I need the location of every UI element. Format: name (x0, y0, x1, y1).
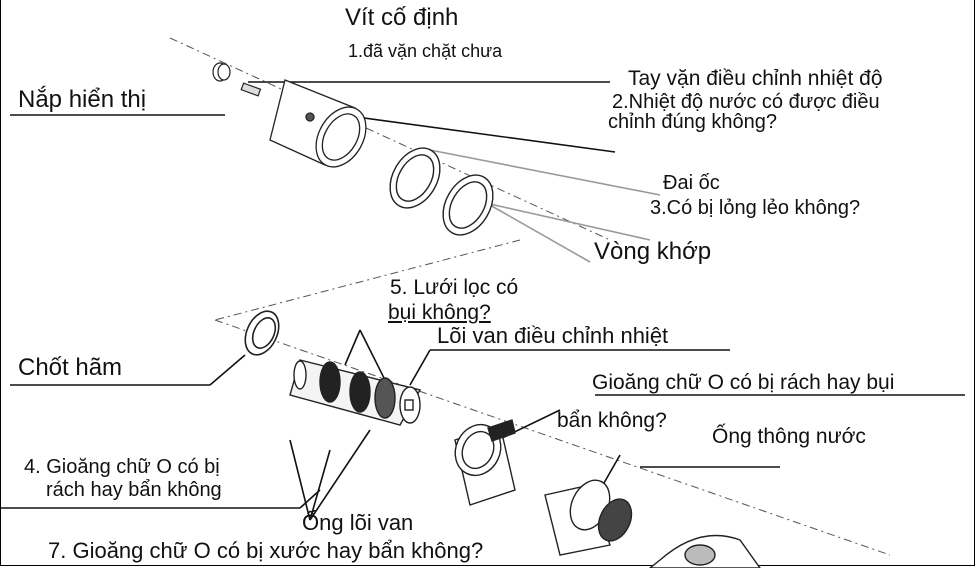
cap-part (212, 62, 231, 82)
handle-part (269, 79, 367, 168)
label-q2-line2: chỉnh đúng không? (608, 111, 778, 133)
cartridge-part (289, 359, 422, 426)
ring-part (442, 174, 494, 236)
assembly-axis (169, 37, 891, 556)
label-dai-oc: Đai ốc (663, 172, 720, 194)
water-pipe-part (544, 479, 633, 556)
label-gioang-line1: Gioăng chữ O có bị rách hay bụi (592, 371, 895, 394)
label-q3: 3.Có bị lỏng lẻo không? (650, 197, 861, 219)
label-ong-thong-nuoc: Ống thông nước (712, 425, 866, 448)
valve-body-part (648, 534, 761, 568)
label-q7: 7. Gioăng chữ O có bị xước hay bẩn không… (48, 538, 484, 563)
label-gioang-line2: bẩn không? (557, 409, 667, 432)
label-q2-line1: 2.Nhiệt độ nước có được điều (612, 91, 880, 113)
label-loi-van: Lõi van điều chỉnh nhiệt (437, 323, 669, 348)
label-tay-van: Tay vặn điều chỉnh nhiệt độ (628, 67, 883, 90)
leader-lines (0, 81, 965, 521)
label-q5-line2: bụi không? (388, 301, 491, 324)
label-q4-line2: rách hay bẩn không (46, 479, 222, 501)
label-ong-loi-van: Ống lõi van (302, 510, 414, 535)
label-q4-line1: 4. Gioăng chữ O có bị (24, 456, 220, 478)
label-chot-ham: Chốt hãm (18, 354, 123, 381)
label-nap-hien-thi: Nắp hiển thị (18, 86, 147, 113)
retaining-ring-part (244, 310, 280, 356)
nut-part (389, 147, 441, 209)
label-q5-line1: 5. Lưới lọc có (390, 276, 519, 299)
label-vong-khop: Vòng khớp (594, 238, 712, 265)
label-q1: 1.đã vặn chặt chưa (348, 41, 503, 61)
valve-pipe-part (454, 419, 516, 506)
fixing-screw-part (240, 82, 262, 97)
label-vit-co-dinh: Vít cố định (345, 4, 459, 31)
